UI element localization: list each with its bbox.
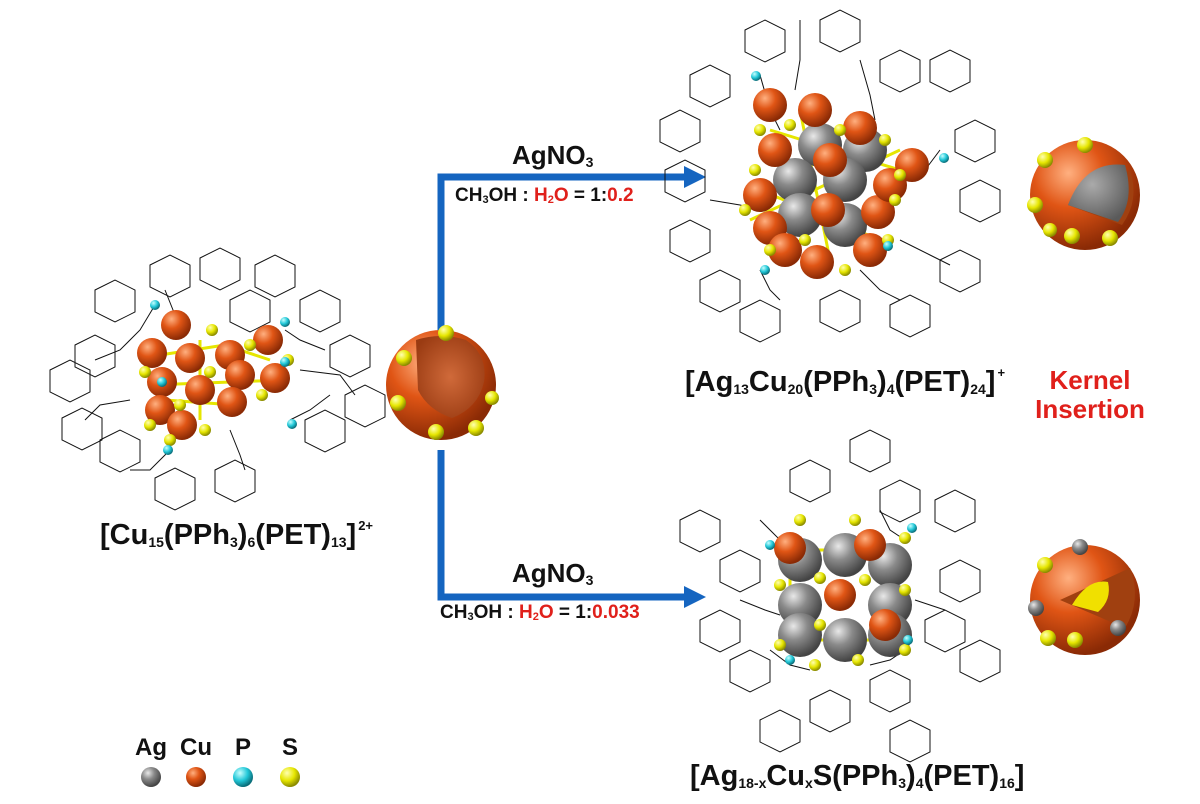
kernel-insertion-label: Kernel Insertion	[1020, 366, 1160, 424]
kernel-label-line2: Insertion	[1035, 394, 1145, 424]
kernel-model-lower	[1028, 539, 1140, 655]
cu15-cluster-structure	[49, 247, 386, 511]
ag18cu-cluster-structure	[679, 429, 1001, 763]
legend-swatch-ag	[141, 767, 161, 787]
legend-swatch-cu	[186, 767, 206, 787]
lower-conditions: CH3OH : H2O = 1:0.033	[440, 602, 640, 623]
lower-reagent: AgNO3	[512, 558, 594, 588]
kernel-model-upper	[1027, 137, 1140, 250]
legend: Ag Cu P S	[129, 734, 319, 764]
start-cluster-formula: [Cu15(PPh3)6(PET)13]2+	[100, 518, 374, 551]
lower-product-formula: [Ag18-xCuxS(PPh3)4(PET)16]	[690, 760, 1025, 792]
ag13cu20-cluster-structure	[659, 9, 1001, 343]
legend-label-ag: Ag	[135, 734, 167, 761]
legend-label-p: P	[234, 734, 251, 761]
legend-swatch-s	[280, 767, 300, 787]
kernel-label-line1: Kernel	[1049, 365, 1131, 395]
legend-swatch-p	[233, 767, 253, 787]
legend-label-s: S	[281, 734, 298, 761]
upper-product-formula: [Ag13Cu20(PPh3)4(PET)24]+	[685, 365, 1006, 398]
upper-reagent: AgNO3	[512, 140, 594, 170]
branch-arrow	[437, 166, 706, 608]
upper-conditions: CH3OH : H2O = 1:0.2	[455, 185, 634, 206]
cu-shell-model	[386, 325, 499, 440]
legend-swatches	[141, 767, 300, 787]
legend-label-cu: Cu	[180, 734, 212, 761]
